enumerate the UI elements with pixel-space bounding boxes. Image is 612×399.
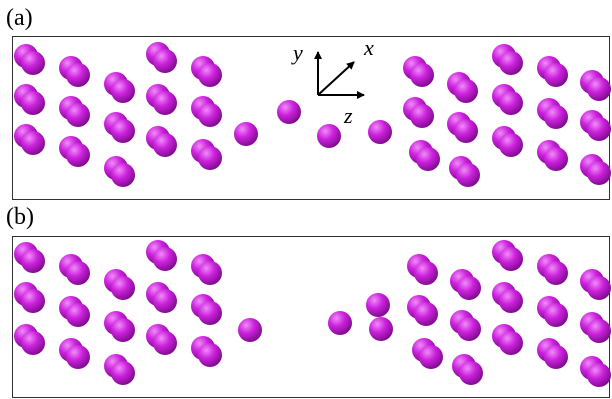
x-axis-arrow — [317, 61, 355, 96]
panel-b-atom-sphere — [21, 289, 45, 313]
panel-b-atom-sphere — [66, 261, 90, 285]
panel-b-atom-sphere — [419, 345, 443, 369]
panel-b-atom-sphere — [499, 331, 523, 355]
panel-b-atom-sphere — [544, 345, 568, 369]
panel-b-atom-sphere — [544, 303, 568, 327]
panel-a-atom-sphere — [499, 51, 523, 75]
panel-b-atom-sphere — [459, 361, 483, 385]
panel-a-atom-sphere — [111, 119, 135, 143]
panel-a-atom-sphere — [111, 163, 135, 187]
panel-b-atom-sphere — [198, 301, 222, 325]
panel-a-atom-sphere — [499, 91, 523, 115]
panel-b-atom-sphere — [414, 302, 438, 326]
panel-a-atom-sphere — [198, 146, 222, 170]
panel-a-atom-sphere — [544, 63, 568, 87]
panel-a-atom-sphere — [153, 49, 177, 73]
panel-b-atom-sphere — [587, 319, 611, 343]
panel-a-atom-sphere — [198, 63, 222, 87]
y-axis-label: y — [291, 40, 303, 65]
panel-a-atom-sphere — [544, 147, 568, 171]
panel-a-atom-sphere — [21, 131, 45, 155]
x-axis-label: x — [363, 35, 374, 60]
panel-b-atom-sphere — [153, 331, 177, 355]
panel-a-atom-sphere — [198, 103, 222, 127]
panel-b-atom-sphere — [238, 318, 262, 342]
panel-b-atom-sphere — [366, 293, 390, 317]
panel-a-atom-sphere — [21, 51, 45, 75]
panel-a-atom-sphere — [153, 133, 177, 157]
panel-b-atom-sphere — [499, 289, 523, 313]
panel-a-label: (a) — [6, 5, 33, 31]
panel-a-atom-sphere — [21, 91, 45, 115]
panel-b-atom-sphere — [369, 317, 393, 341]
panel-b-atom-sphere — [153, 289, 177, 313]
panel-a-atom-sphere — [587, 161, 611, 185]
panel-a-atom-sphere — [66, 143, 90, 167]
panel-b-atom-sphere — [198, 261, 222, 285]
panel-a-atom-sphere — [454, 79, 478, 103]
panel-a-atom-sphere — [234, 122, 258, 146]
panel-b-atom-sphere — [21, 249, 45, 273]
panel-b-atom-sphere — [66, 303, 90, 327]
panel-b-label: (b) — [6, 204, 34, 230]
panel-b-atom-sphere — [457, 317, 481, 341]
panel-a-atom-sphere — [317, 124, 341, 148]
panel-b-atom-sphere — [544, 261, 568, 285]
panel-a-atom-sphere — [587, 77, 611, 101]
panel-b-atom-sphere — [414, 261, 438, 285]
panel-b-atom-sphere — [111, 361, 135, 385]
panel-a-atom-sphere — [454, 119, 478, 143]
panel-a-atom-sphere — [410, 104, 434, 128]
panel-a-atom-sphere — [66, 63, 90, 87]
panel-b-atom-sphere — [457, 276, 481, 300]
panel-a-atom-sphere — [456, 163, 480, 187]
panel-a-atom-sphere — [153, 91, 177, 115]
panel-a-atom-sphere — [368, 120, 392, 144]
panel-b-atom-sphere — [587, 363, 611, 387]
panel-b-atom-sphere — [111, 276, 135, 300]
panel-a-atom-sphere — [66, 103, 90, 127]
panel-b-atom-sphere — [111, 318, 135, 342]
panel-b-atom-sphere — [328, 311, 352, 335]
coordinate-axes: y x z — [291, 35, 374, 128]
panel-a-atom-sphere — [587, 117, 611, 141]
panel-a-atom-sphere — [544, 105, 568, 129]
atom-spheres — [14, 42, 611, 387]
panel-b-atom-sphere — [153, 247, 177, 271]
panel-b-atom-sphere — [21, 331, 45, 355]
panel-b-atom-sphere — [587, 276, 611, 300]
panel-a-atom-sphere — [410, 63, 434, 87]
panel-b-atom-sphere — [499, 247, 523, 271]
panel-b-atom-sphere — [66, 345, 90, 369]
panel-b-atom-sphere — [198, 343, 222, 367]
panel-a-atom-sphere — [499, 133, 523, 157]
z-axis-label: z — [343, 103, 353, 128]
panel-a-atom-sphere — [277, 100, 301, 124]
panel-a-atom-sphere — [416, 147, 440, 171]
panel-a-atom-sphere — [111, 79, 135, 103]
